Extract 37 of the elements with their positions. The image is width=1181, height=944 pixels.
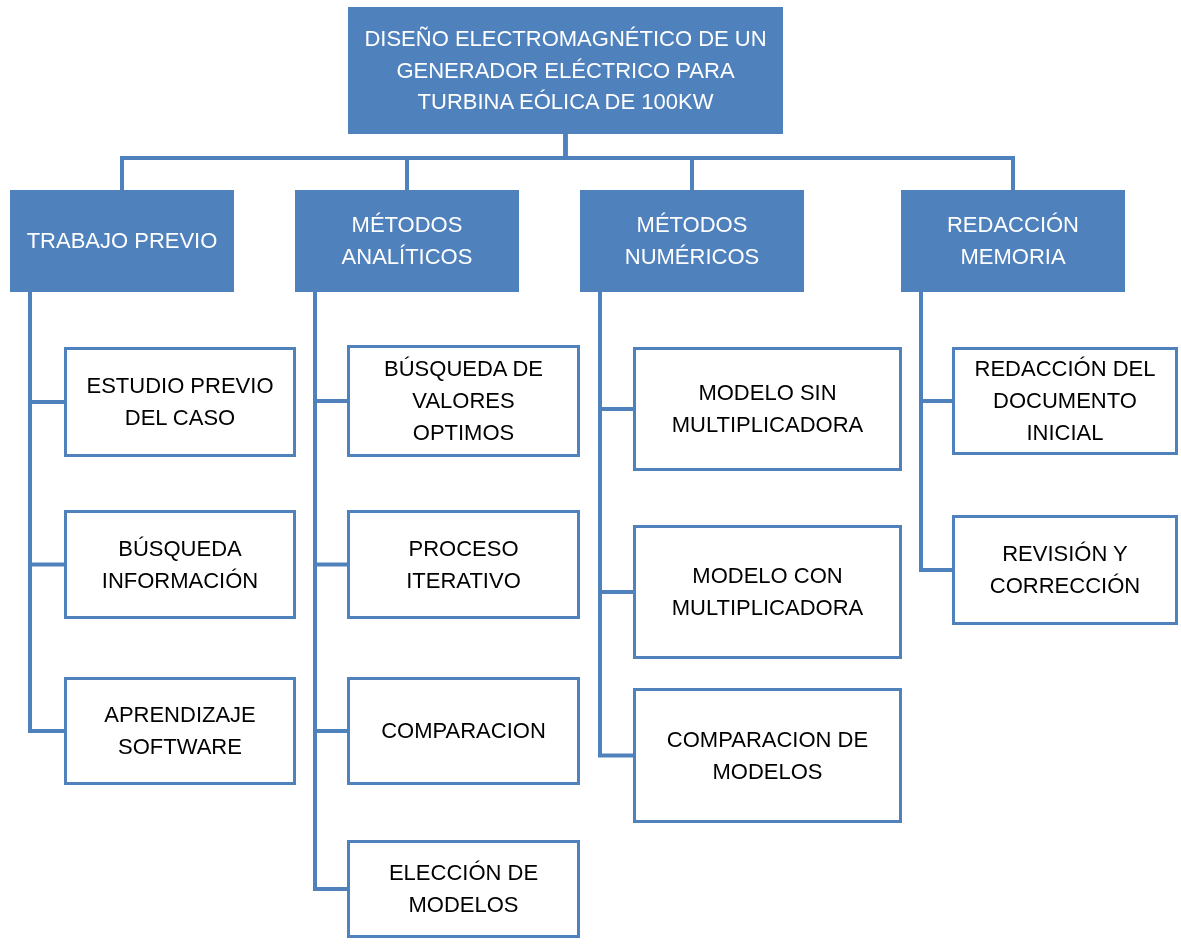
connector-line bbox=[563, 134, 1015, 190]
box-label: MÉTODOS ANALÍTICOS bbox=[340, 211, 474, 271]
category-box bbox=[580, 190, 804, 292]
category-box bbox=[295, 190, 519, 292]
category-box bbox=[10, 190, 234, 292]
task-box bbox=[64, 677, 296, 785]
box-label: ELECCIÓN DE MODELOS bbox=[387, 859, 540, 919]
task-box bbox=[347, 510, 580, 619]
task-box bbox=[633, 688, 902, 823]
title-box bbox=[348, 7, 783, 134]
task-box bbox=[952, 347, 1178, 455]
connector-line bbox=[28, 292, 64, 733]
task-box bbox=[347, 840, 580, 938]
box-label: BÚSQUEDA DE VALORES OPTIMOS bbox=[383, 355, 544, 447]
task-box bbox=[347, 345, 580, 457]
box-label: ESTUDIO PREVIO DEL CASO bbox=[85, 372, 275, 432]
box-label: REDACCIÓN MEMORIA bbox=[946, 211, 1080, 271]
box-label: MODELO CON MULTIPLICADORA bbox=[670, 562, 865, 622]
box-label: APRENDIZAJE SOFTWARE bbox=[103, 701, 257, 761]
box-label: DISEÑO ELECTROMAGNÉTICO DE UN GENERADOR ELÉCTRICO PARA TURBINA EÓLICA DE 100KW bbox=[363, 24, 768, 117]
category-box bbox=[901, 190, 1125, 292]
task-box bbox=[347, 677, 580, 785]
box-label: COMPARACION DE MODELOS bbox=[665, 725, 870, 786]
task-box bbox=[633, 347, 902, 471]
box-label: TRABAJO PREVIO bbox=[26, 227, 218, 256]
task-box bbox=[64, 510, 296, 619]
box-label: MÉTODOS NUMÉRICOS bbox=[623, 211, 761, 271]
box-label: REDACCIÓN DEL DOCUMENTO INICIAL bbox=[973, 355, 1157, 447]
task-box bbox=[64, 347, 296, 457]
box-label: COMPARACION bbox=[381, 717, 546, 746]
connector-line bbox=[598, 292, 633, 758]
box-label: MODELO SIN MULTIPLICADORA bbox=[670, 379, 865, 439]
box-label: PROCESO ITERATIVO bbox=[405, 534, 522, 595]
box-label: REVISIÓN Y CORRECCIÓN bbox=[988, 540, 1142, 600]
task-box bbox=[952, 515, 1178, 625]
box-label: BÚSQUEDA INFORMACIÓN bbox=[100, 534, 260, 595]
task-box bbox=[633, 525, 902, 659]
